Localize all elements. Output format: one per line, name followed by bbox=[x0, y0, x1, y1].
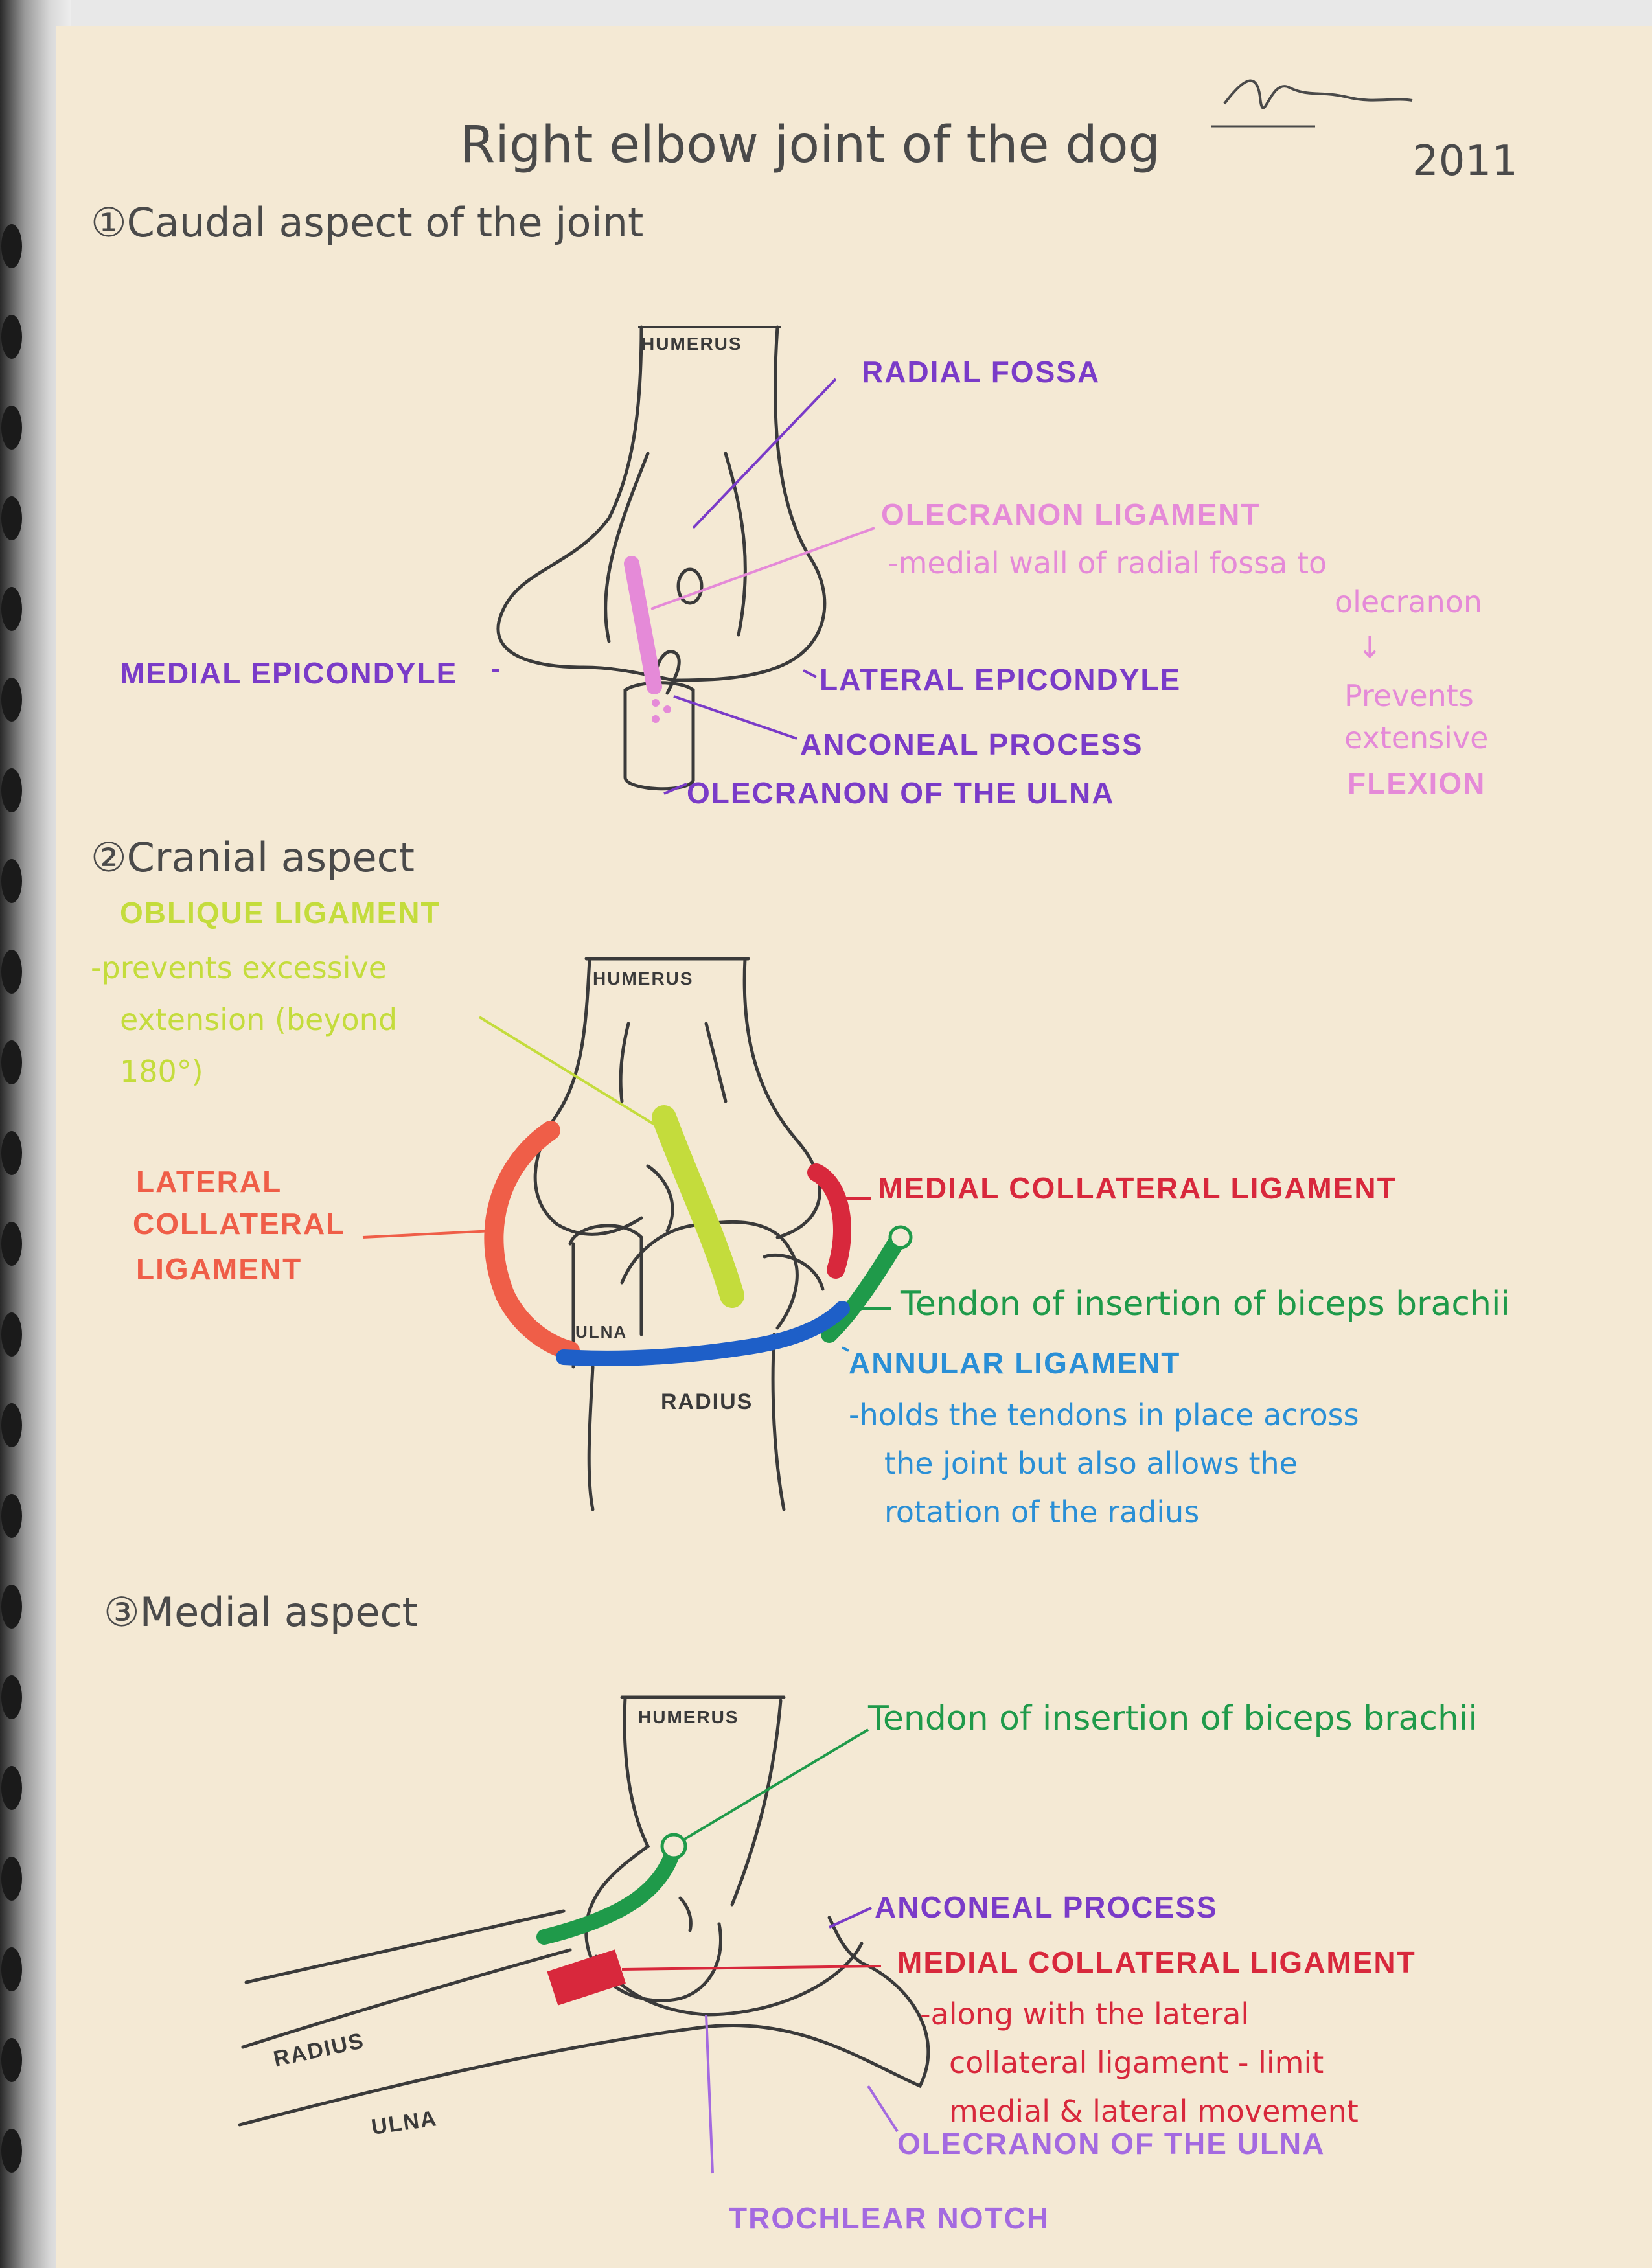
lateral-collateral-ligament-band bbox=[484, 1121, 580, 1360]
trochlear-notch-label: TROCHLEAR NOTCH bbox=[729, 2201, 1050, 2235]
annular-desc-3: rotation of the radius bbox=[884, 1495, 1199, 1529]
oblique-ligament-desc-3: 180°) bbox=[120, 1054, 203, 1089]
oblique-ligament-desc-2: extension (beyond bbox=[120, 1002, 397, 1037]
radial-fossa-leader bbox=[692, 378, 837, 529]
medial-biceps-tendon-band bbox=[536, 1842, 682, 1945]
oblique-ligament-band bbox=[652, 1105, 744, 1308]
medial-bone-outline bbox=[238, 1695, 930, 2127]
cranial-heading: ②Cranial aspect bbox=[91, 834, 415, 881]
trochlear-notch-leader bbox=[705, 2014, 714, 2174]
medial-collateral-ligament-band bbox=[807, 1163, 851, 1279]
medial-biceps-leader bbox=[682, 1728, 869, 1841]
medial-olecranon-label: OLECRANON OF THE ULNA bbox=[897, 2127, 1325, 2160]
anconeal-process-label: ANCONEAL PROCESS bbox=[800, 727, 1143, 761]
olecranon-prevents-2: extensive bbox=[1344, 720, 1488, 755]
cranial-ulna-label: ULNA bbox=[575, 1322, 627, 1342]
medial-collateral-desc-3: medial & lateral movement bbox=[949, 2094, 1359, 2129]
caudal-olecranon-ligament-band bbox=[624, 556, 662, 694]
annular-ligament-label: ANNULAR LIGAMENT bbox=[849, 1346, 1180, 1380]
cranial-humerus-label: HUMERUS bbox=[593, 968, 694, 989]
medial-anconeal-leader bbox=[829, 1907, 872, 1929]
lateral-epicondyle-leader bbox=[803, 669, 817, 678]
page-title: Right elbow joint of the dog bbox=[460, 116, 1160, 174]
radial-fossa-label: RADIAL FOSSA bbox=[862, 355, 1100, 389]
lateral-collateral-label-2: COLLATERAL bbox=[133, 1207, 345, 1241]
olecranon-leader bbox=[663, 783, 687, 795]
medial-collateral-desc-2: collateral ligament - limit bbox=[949, 2045, 1324, 2080]
cranial-radius-label: RADIUS bbox=[661, 1390, 753, 1414]
medial-olecranon-leader bbox=[867, 2085, 899, 2133]
caudal-humerus-label: HUMERUS bbox=[641, 334, 742, 354]
olecranon-prevents-1: Prevents bbox=[1344, 678, 1474, 713]
medial-view-collateral-band bbox=[547, 1949, 626, 2006]
annular-desc-2: the joint but also allows the bbox=[884, 1446, 1298, 1481]
olecranon-ligament-arrow: ↓ bbox=[1357, 630, 1382, 665]
olecranon-ligament-leader bbox=[650, 527, 875, 610]
cranial-biceps-tendon-label: Tendon of insertion of biceps brachii bbox=[900, 1285, 1510, 1323]
olecranon-ligament-desc-1: -medial wall of radial fossa to bbox=[888, 545, 1327, 580]
author-signature bbox=[1223, 79, 1413, 109]
oblique-ligament-desc-1: -prevents excessive bbox=[91, 950, 387, 985]
medial-ulna-label: ULNA bbox=[370, 2106, 439, 2140]
medial-view-collateral-label: MEDIAL COLLATERAL LIGAMENT bbox=[897, 1945, 1416, 1979]
medial-collateral-desc-1: -along with the lateral bbox=[920, 1997, 1249, 2032]
caudal-bone-outline bbox=[496, 325, 827, 791]
medial-humerus-label: HUMERUS bbox=[638, 1707, 739, 1727]
lateral-collateral-label-3: LIGAMENT bbox=[136, 1252, 302, 1286]
annular-ligament-band bbox=[556, 1301, 850, 1366]
binder-holes bbox=[1, 224, 22, 2173]
annular-desc-1: -holds the tendons in place across bbox=[849, 1397, 1359, 1432]
signature-year: 2011 bbox=[1412, 137, 1518, 185]
medial-anconeal-label: ANCONEAL PROCESS bbox=[875, 1890, 1218, 1924]
cranial-biceps-tendon-band bbox=[821, 1232, 906, 1343]
olecranon-ligament-desc-2: olecranon bbox=[1335, 584, 1482, 619]
medial-heading: ③Medial aspect bbox=[104, 1588, 418, 1636]
paper-sheet bbox=[56, 26, 1652, 2268]
anconeal-process-leader bbox=[673, 695, 797, 740]
oblique-ligament-label: OBLIQUE LIGAMENT bbox=[120, 896, 441, 930]
olecranon-ligament-label: OLECRANON LIGAMENT bbox=[881, 498, 1260, 531]
olecranon-prevents-3: FLEXION bbox=[1348, 766, 1486, 800]
oblique-ligament-leader bbox=[478, 1016, 665, 1132]
lateral-epicondyle-label: LATERAL EPICONDYLE bbox=[820, 663, 1181, 696]
cranial-biceps-tendon-origin bbox=[888, 1225, 913, 1250]
cranial-bone-outline bbox=[533, 957, 825, 1511]
lateral-collateral-label-1: LATERAL bbox=[136, 1165, 282, 1198]
caudal-heading: ①Caudal aspect of the joint bbox=[91, 199, 643, 246]
lateral-collateral-leader bbox=[362, 1230, 493, 1239]
medial-collateral-medial-leader bbox=[621, 1965, 882, 1971]
annular-ligament-leader bbox=[842, 1346, 849, 1352]
olecranon-of-ulna-label: OLECRANON OF THE ULNA bbox=[687, 776, 1114, 810]
caudal-olecranon-dots bbox=[652, 699, 671, 723]
medial-biceps-tendon-origin bbox=[660, 1833, 687, 1860]
medial-collateral-label: MEDIAL COLLATERAL LIGAMENT bbox=[878, 1171, 1397, 1205]
medial-epicondyle-label: MEDIAL EPICONDYLE bbox=[120, 656, 457, 690]
medial-biceps-tendon-label: Tendon of insertion of biceps brachii bbox=[867, 1699, 1478, 1738]
